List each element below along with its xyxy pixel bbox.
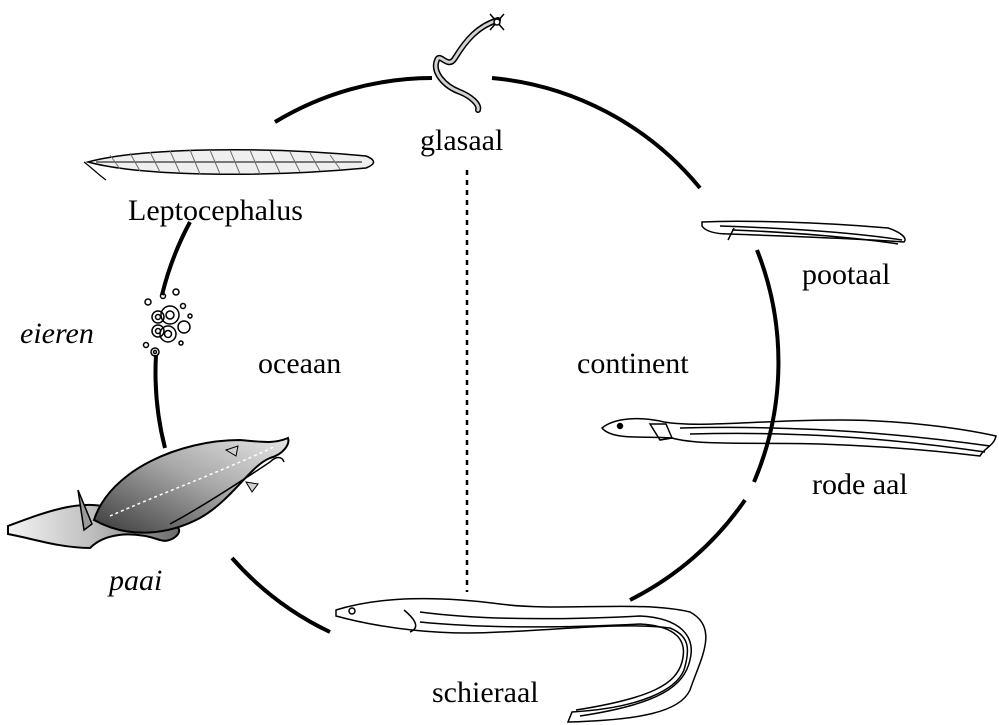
label-eggs: eieren [20, 319, 94, 349]
label-elver: pootaal [802, 260, 890, 290]
glass-eel-icon [436, 14, 504, 110]
elver-icon [702, 221, 905, 244]
label-yellow-eel: rode aal [812, 470, 908, 500]
cycle-arc-bottom-right [630, 500, 745, 600]
yellow-eel-icon [602, 419, 996, 456]
label-glass-eel: glasaal [420, 126, 503, 156]
label-continent: continent [577, 349, 689, 379]
cycle-arc-bottom-left [232, 558, 330, 632]
cycle-arc-left-lower [155, 355, 165, 448]
cycle-arc-top-left [275, 78, 432, 122]
cycle-arc-top-right [492, 78, 700, 188]
eggs-icon [144, 289, 193, 356]
label-leptocephalus: Leptocephalus [128, 196, 303, 226]
cycle-arc-right [754, 250, 778, 482]
spawning-eels-icon [8, 438, 288, 548]
label-spawning: paai [109, 566, 162, 596]
leptocephalus-icon [84, 150, 374, 180]
label-silver-eel: schieraal [432, 678, 539, 708]
cycle-arc-left-upper [162, 222, 190, 295]
label-ocean: oceaan [258, 349, 341, 379]
